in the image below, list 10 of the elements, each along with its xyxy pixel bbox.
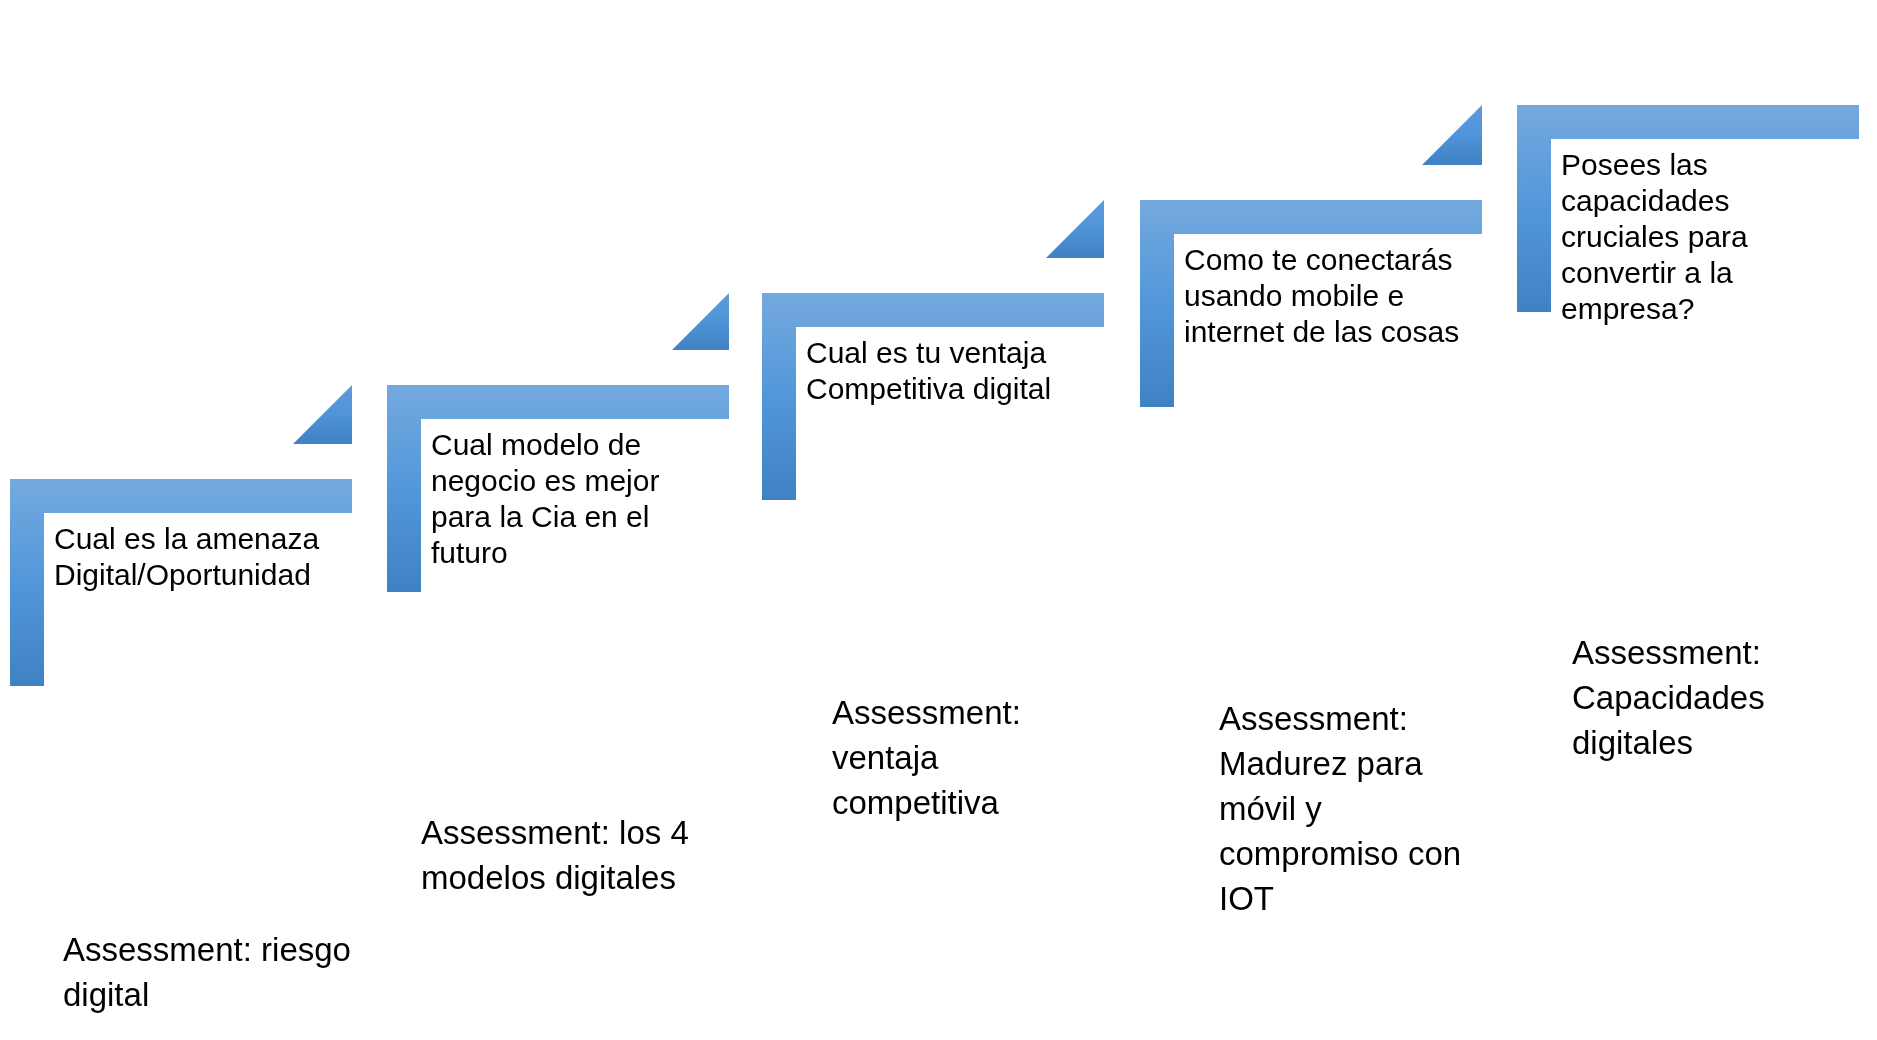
step-question: Como te conectarás usando mobile e internet de las cosas: [1184, 242, 1461, 350]
assessment-text: Assessment: riesgo digital: [63, 930, 352, 1015]
assessment-text: Assessment: ventaja competitiva: [832, 693, 1022, 823]
step-question: Posees las capacidades cruciales para convertir a la empresa?: [1561, 147, 1749, 327]
assessment-text: Assessment: Capacidades digitales: [1572, 633, 1766, 763]
assessment-text: Assessment: los 4 modelos digitales: [421, 813, 690, 898]
assessment-text: Assessment: Madurez para móvil y compromiso con IOT: [1219, 699, 1463, 919]
step-question: Cual modelo de negocio es mejor para la Cia en el futuro: [431, 427, 661, 571]
step-question: Cual es tu ventaja Competitiva digital: [806, 335, 1053, 407]
step-question: Cual es la amenaza Digital/Oportunidad: [54, 521, 321, 593]
